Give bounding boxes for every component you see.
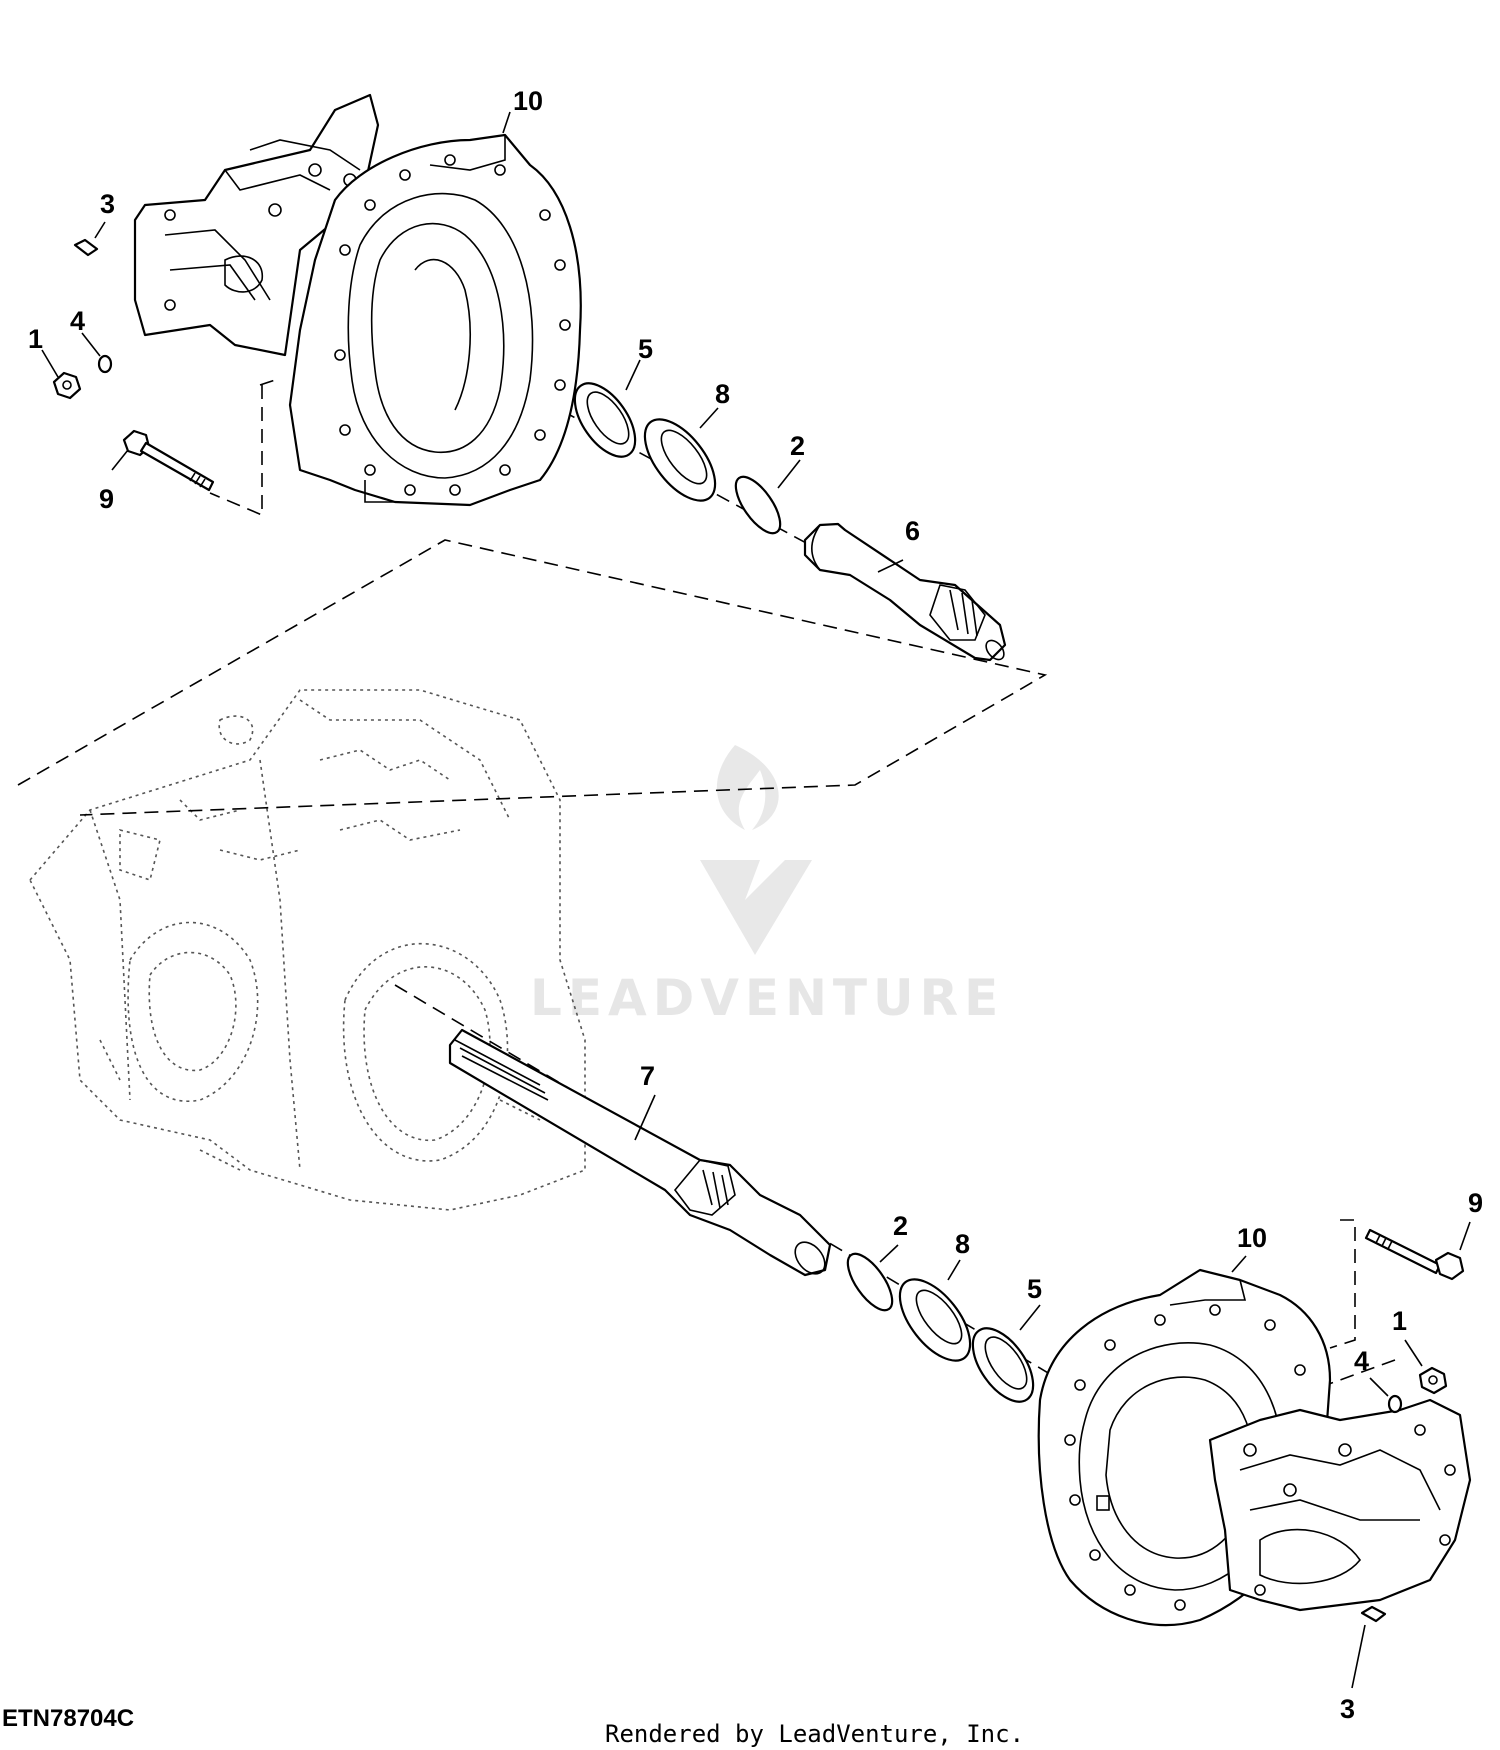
upper-snap-ring <box>734 475 782 535</box>
callout-10-upper: 10 <box>513 86 543 116</box>
lower-plug <box>1418 1366 1448 1395</box>
callout-2-lower: 2 <box>893 1211 908 1241</box>
render-credit: Rendered by LeadVenture, Inc. <box>605 1720 1025 1748</box>
lower-cap-screw <box>1364 1228 1465 1281</box>
lower-axle-shaft <box>448 1028 832 1277</box>
lower-snap-ring <box>846 1252 894 1312</box>
upper-final-drive-assembly: 10 3 1 4 9 5 8 2 6 <box>28 86 1007 662</box>
callout-8-upper: 8 <box>715 379 730 409</box>
callout-7-lower: 7 <box>640 1061 655 1091</box>
callout-6-upper: 6 <box>905 516 920 546</box>
lower-housing-bracket <box>1208 1398 1472 1612</box>
callout-4-upper: 4 <box>70 306 85 336</box>
callout-2-upper: 2 <box>790 431 805 461</box>
callout-9-lower: 9 <box>1468 1188 1483 1218</box>
lower-bearing <box>898 1278 972 1362</box>
lower-oil-seal <box>971 1327 1035 1403</box>
upper-oil-seal <box>573 382 637 458</box>
transmission-housing-ghost <box>29 689 586 1211</box>
callout-1-upper: 1 <box>28 324 43 354</box>
callout-3-lower: 3 <box>1340 1694 1355 1724</box>
upper-housing-bracket <box>133 93 380 357</box>
leadventure-watermark: LEADVENTURE <box>530 745 1004 1027</box>
callout-3-upper: 3 <box>100 189 115 219</box>
watermark-text: LEADVENTURE <box>530 969 1004 1027</box>
upper-bearing <box>643 418 717 502</box>
callout-8-lower: 8 <box>955 1229 970 1259</box>
callout-1-lower: 1 <box>1392 1306 1407 1336</box>
upper-dowel-pin <box>73 238 99 257</box>
upper-drive-shaft <box>803 522 1007 662</box>
upper-cap-screw <box>122 429 215 492</box>
lower-o-ring <box>1387 1394 1403 1414</box>
callout-5-lower: 5 <box>1027 1274 1042 1304</box>
lower-final-drive-assembly: 7 2 8 10 9 5 1 4 3 <box>448 1028 1483 1724</box>
lower-dowel-pin <box>1360 1605 1387 1623</box>
upper-final-drive-housing <box>288 133 582 507</box>
callout-4-lower: 4 <box>1354 1346 1369 1376</box>
figure-id: ETN78704C <box>2 1705 135 1732</box>
callout-9-upper: 9 <box>99 484 114 514</box>
callout-5-upper: 5 <box>638 334 653 364</box>
upper-o-ring <box>97 354 113 374</box>
upper-plug <box>52 371 82 400</box>
callout-10-lower: 10 <box>1237 1223 1267 1253</box>
